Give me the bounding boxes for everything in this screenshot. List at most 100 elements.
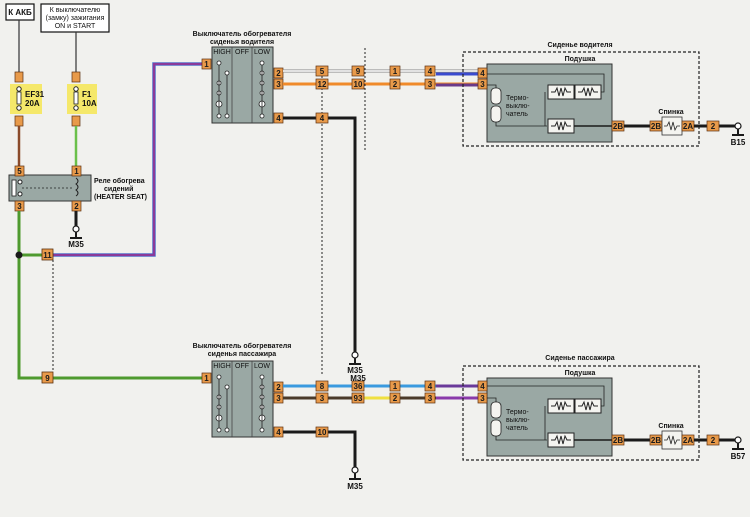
relay-label-line1: Реле обогрева (94, 177, 145, 185)
relay-pin-2: 2 (74, 202, 79, 211)
driver-ground-label: M35 (347, 366, 363, 375)
thermoswitch-icon (490, 87, 502, 105)
driver-switch-pin-4: 4 (276, 114, 281, 123)
driver-connectors: 5 12 9 10 1 2 4 3 4 (315, 65, 436, 124)
battery-label-text: К АКБ (8, 8, 32, 17)
fuse-f1: F1 10A (67, 71, 97, 127)
pass-conn-r1-3: 4 (428, 382, 433, 391)
passenger-heater-switch[interactable]: Выключатель обогревателя сиденья пассажи… (193, 342, 292, 438)
passenger-ground-b57: B57 (731, 452, 746, 461)
relay-label-line2: сидений (104, 185, 133, 193)
driver-conn-r2-1: 10 (354, 80, 363, 89)
fuse-ef31: EF31 20A (10, 71, 45, 127)
fuse-f1-name: F1 (82, 90, 92, 99)
driver-conn-r1-2: 1 (393, 67, 398, 76)
passenger-top-ground-label: M35 (350, 374, 366, 383)
driver-switch-label-2: сиденья водителя (210, 39, 274, 46)
passenger-switch-pin-2: 2 (276, 383, 281, 392)
junction-9-label: 9 (45, 374, 50, 383)
pass-conn-r2-2: 2 (393, 394, 398, 403)
pass-conn-r1-1: 36 (354, 382, 363, 391)
fuse-ef31-rating: 20A (25, 99, 40, 108)
passenger-switch-label-1: Выключатель обогревателя (193, 342, 292, 350)
passenger-ground-label: M35 (347, 482, 363, 491)
passenger-thermo-3: чатель (506, 425, 528, 432)
driver-seat-pin-2: 2 (711, 122, 716, 131)
driver-switch-pin-1: 1 (204, 60, 209, 69)
passenger-thermo-2: выклю- (506, 417, 530, 424)
passenger-thermo-1: Термо- (506, 409, 529, 416)
driver-thermo-2: выклю- (506, 103, 530, 110)
pass-conn-r1-0: 8 (320, 382, 325, 391)
passenger-seat-pin-2b-a: 2B (613, 436, 623, 445)
battery-source-label: К АКБ (5, 3, 35, 21)
driver-switch-pin-3: 3 (276, 80, 281, 89)
passenger-seat: Сиденье пассажира Подушка 4 3 Термо- вык… (462, 355, 746, 461)
pass-conn-r2-0: 3 (320, 394, 325, 403)
passenger-seat-pin-3: 3 (480, 394, 485, 403)
ignition-label-line3: ON и START (55, 23, 96, 30)
splice-point (15, 251, 23, 259)
driver-conn-ground-pin: 4 (320, 114, 325, 123)
wire-green-main (17, 211, 207, 380)
driver-ground-b15: B15 (731, 138, 746, 147)
driver-seat-title: Сиденье водителя (547, 42, 612, 49)
relay-pin-3: 3 (17, 202, 22, 211)
passenger-seat-title: Сиденье пассажира (545, 355, 614, 362)
driver-heater-switch[interactable]: Выключатель обогревателя сиденья водител… (193, 30, 292, 124)
heater-element-icon (547, 84, 575, 100)
passenger-seat-pin-2b-b: 2B (651, 436, 661, 445)
driver-switch-label-1: Выключатель обогревателя (193, 30, 292, 38)
driver-mode-off: OFF (235, 49, 249, 56)
passenger-seat-pin-2: 2 (711, 436, 716, 445)
driver-seat-pin-3: 3 (480, 80, 485, 89)
junction-connector-9: 9 (41, 371, 54, 384)
driver-seat-pin-2b-a: 2B (613, 122, 623, 131)
driver-switch-pin-2: 2 (276, 69, 281, 78)
passenger-switch-pin-1: 1 (204, 374, 209, 383)
passenger-switch-label-2: сиденья пассажира (208, 351, 277, 358)
driver-conn-r2-2: 2 (393, 80, 398, 89)
passenger-switch-pin-4: 4 (276, 428, 281, 437)
heater-seat-relay: 5 1 3 2 Реле обогрева сидений (HEATER SE… (8, 165, 147, 212)
passenger-mode-low: LOW (254, 363, 270, 370)
ignition-source-label: К выключателю (замку) зажигания ON и STA… (40, 3, 110, 33)
ignition-label-line1: К выключателю (50, 7, 101, 14)
ignition-label-line2: (замку) зажигания (46, 15, 105, 22)
pass-conn-r2-1: 93 (354, 394, 363, 403)
wire-black-driver-ground (283, 116, 357, 352)
pass-conn-r2-3: 3 (428, 394, 433, 403)
passenger-seat-pin-2a: 2A (683, 436, 693, 445)
driver-thermo-1: Термо- (506, 95, 529, 102)
relay-pin-5: 5 (17, 167, 22, 176)
pass-conn-r1-2: 1 (393, 382, 398, 391)
driver-back-label: Спинка (658, 109, 683, 116)
driver-conn-r2-0: 12 (318, 80, 327, 89)
passenger-switch-pin-3: 3 (276, 394, 281, 403)
driver-seat-pin-2b-b: 2B (651, 122, 661, 131)
junction-11-label: 11 (43, 251, 52, 260)
driver-mode-low: LOW (254, 49, 270, 56)
driver-thermo-3: чатель (506, 111, 528, 118)
junction-connector-11: 11 (41, 248, 54, 261)
relay-label-line3: (HEATER SEAT) (94, 194, 147, 201)
passenger-connectors: 8 3 36 93 1 2 4 3 10 (315, 380, 436, 438)
passenger-seat-pin-4: 4 (480, 382, 485, 391)
driver-conn-r1-1: 9 (356, 67, 361, 76)
driver-conn-r1-0: 5 (320, 67, 325, 76)
passenger-mode-off: OFF (235, 363, 249, 370)
pass-conn-ground-pin: 10 (318, 428, 327, 437)
driver-seat: Сиденье водителя Подушка 4 3 Термо- выкл… (462, 42, 746, 147)
passenger-mode-high: HIGH (213, 363, 231, 370)
wire-purple-driver (52, 62, 203, 257)
wire-black-passenger-ground (283, 430, 357, 467)
fuse-f1-rating: 10A (82, 99, 97, 108)
driver-conn-r2-3: 3 (428, 80, 433, 89)
relay-pin-1: 1 (74, 167, 79, 176)
driver-seat-pin-4: 4 (480, 69, 485, 78)
passenger-cushion-label: Подушка (565, 370, 596, 377)
driver-conn-r1-3: 4 (428, 67, 433, 76)
driver-mode-high: HIGH (213, 49, 231, 56)
passenger-back-label: Спинка (658, 423, 683, 430)
